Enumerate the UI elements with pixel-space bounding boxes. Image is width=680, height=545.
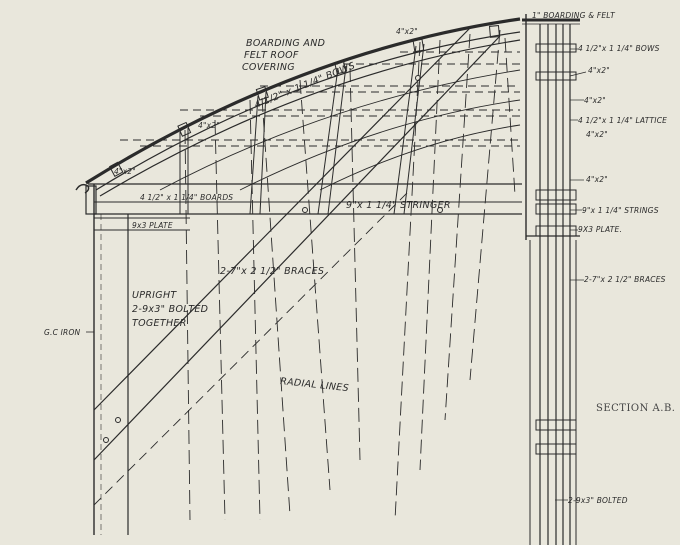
bolt-1 (103, 437, 109, 443)
label-right-strings: 9"x 1 1/4" STRINGS (582, 206, 659, 215)
bolt-3 (302, 207, 308, 213)
label-right-boarding: 1" BOARDING & FELT (532, 11, 616, 20)
drawing-labels: BOARDING AND FELT ROOF COVERING 4"x2" 4"… (44, 11, 675, 505)
label-stringer: 9"x 1 1/4" STRINGER (346, 200, 451, 211)
truss-verticals (179, 43, 425, 215)
label-right-4x2-c: 4"x2" (586, 130, 608, 139)
brace-main-b (93, 35, 501, 461)
lattice-curve-1 (159, 69, 521, 191)
label-gc-iron: G.C IRON (44, 328, 81, 337)
label-4x2-low: 4"x2" (114, 167, 136, 176)
label-boarding-2: FELT ROOF (244, 50, 299, 61)
label-braces: 2-7"x 2 1/2" BRACES (220, 266, 324, 277)
lattice-curve-2 (239, 99, 521, 191)
label-right-bolted: 2-9x3" BOLTED (568, 496, 628, 505)
radial-lines (184, 29, 516, 521)
dashed-bow-lines (120, 51, 520, 147)
label-boards: 4 1/2" x 1 1/4" BOARDS (140, 193, 233, 202)
label-upright-2: 2-9x3" BOLTED (132, 304, 208, 315)
brace-main-a (93, 27, 471, 411)
roof-covering-curve (85, 17, 521, 185)
label-right-4x2-a: 4"x2" (588, 66, 610, 75)
label-right-4x2-b: 4"x2" (584, 96, 606, 105)
label-section-title: SECTION A.B. (596, 403, 675, 414)
label-right-bows: 4 1/2"x 1 1/4" BOWS (578, 44, 660, 53)
label-plate: 9x3 PLATE (132, 221, 173, 230)
brace-second-a (93, 189, 411, 506)
label-radial-lines: RADIAL LINES (280, 376, 350, 394)
lattice-curve-3 (319, 124, 521, 191)
label-upright-1: UPRIGHT (132, 290, 177, 301)
label-right-braces: 2-7"x 2 1/2" BRACES (584, 275, 666, 284)
label-boarding-1: BOARDING AND (246, 38, 325, 49)
label-right-4x2-d: 4"x2" (586, 175, 608, 184)
label-upright-3: TOGETHER (132, 318, 187, 329)
label-right-plate: 9X3 PLATE. (578, 225, 622, 234)
right-column (539, 24, 571, 545)
upright-cap-block (85, 185, 97, 215)
label-4x2-mid: 4"x2" (198, 121, 220, 130)
bolt-5 (437, 207, 443, 213)
bow-curve-lower (99, 39, 521, 197)
bow-curve-upper (95, 31, 521, 191)
label-boarding-3: COVERING (242, 62, 295, 73)
bolt-2 (115, 417, 121, 423)
right-leaders (555, 48, 587, 501)
label-right-lattice: 4 1/2"x 1 1/4" LATTICE (578, 116, 667, 125)
label-4x2-top: 4"x2" (396, 27, 418, 36)
